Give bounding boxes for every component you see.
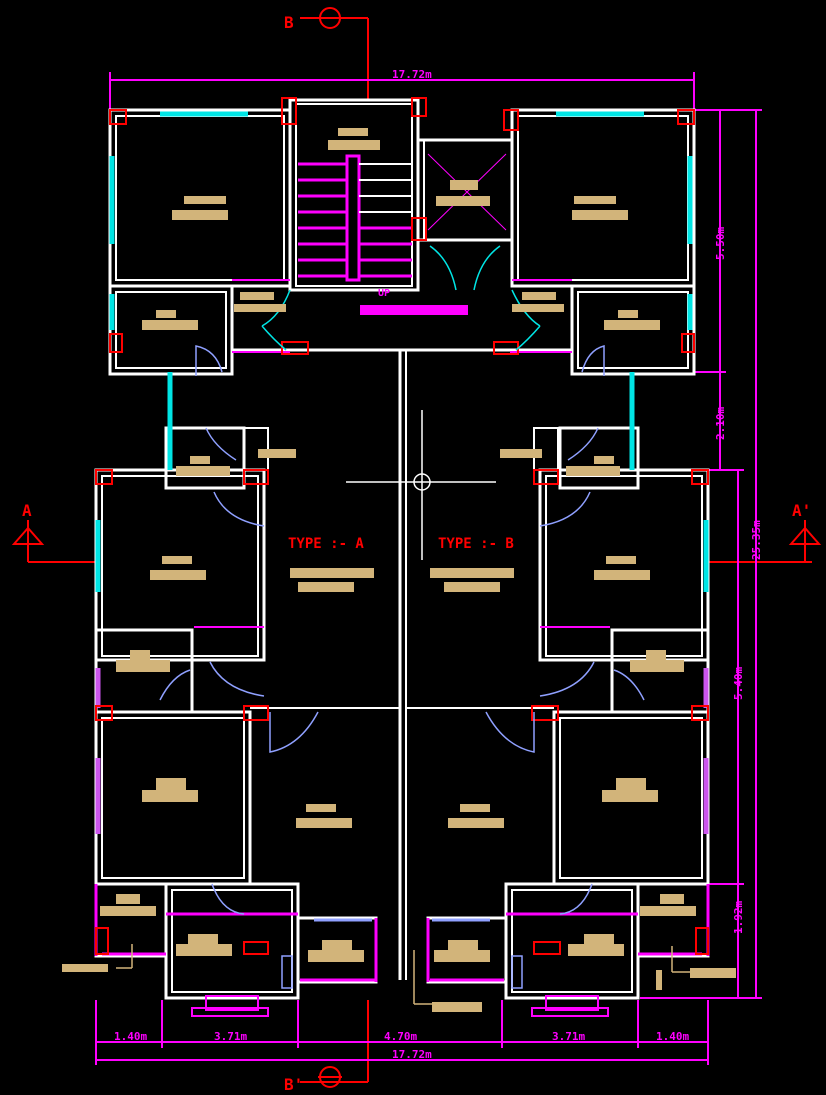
columns [95, 97, 709, 955]
dim-bottom-seg-1: 1.40m [114, 1030, 147, 1043]
main-walls [94, 350, 710, 1000]
dim-bottom-seg-4: 3.71m [552, 1030, 585, 1043]
section-marker-bottom: B' [284, 1000, 369, 1094]
section-marker-left: A [11, 501, 98, 563]
section-bottom-label: B' [284, 1075, 303, 1094]
unit-labels: TYPE :- A TYPE :- B [288, 536, 514, 552]
section-left-label: A [22, 501, 32, 520]
dim-bottom-seg-2: 3.71m [214, 1030, 247, 1043]
center-mark [346, 410, 496, 560]
dim-top-overall: 17.72m [392, 68, 432, 81]
dim-right-seg-1: 5.50m [714, 227, 727, 260]
stair-up-label: UP [378, 288, 390, 299]
room-name-blocks [62, 128, 736, 1012]
unit-type-a-label: TYPE :- A [288, 536, 364, 552]
section-right-label: A' [792, 501, 811, 520]
dim-bottom-overall: 17.72m [392, 1048, 432, 1061]
unit-type-b-label: TYPE :- B [438, 536, 514, 552]
section-marker-right: A' [708, 501, 822, 563]
dimension-bottom: 1.40m 3.71m 4.70m 3.71m 1.40m 17.72m [95, 1000, 709, 1065]
dim-right-seg-4: 1.92m [732, 901, 745, 934]
dim-bottom-seg-5: 1.40m [656, 1030, 689, 1043]
stair-treads: UP [298, 154, 468, 315]
dim-right-seg-3: 5.40m [732, 667, 745, 700]
dimension-right: 25.35m 5.50m 2.10m 5.40m 1.92m [640, 109, 763, 999]
top-block-walls [108, 98, 696, 376]
windows [95, 111, 709, 1017]
section-top-label: B [284, 13, 294, 32]
partitions [94, 279, 710, 982]
lift-shaft [427, 153, 507, 231]
door-swings [159, 245, 645, 915]
section-marker-top: B [284, 7, 369, 100]
shafts [281, 955, 523, 989]
dimension-top: 17.72m [109, 68, 695, 110]
dim-right-overall: 25.35m [750, 520, 763, 560]
dim-bottom-seg-3: 4.70m [384, 1030, 417, 1043]
dim-right-seg-2: 2.10m [714, 407, 727, 440]
